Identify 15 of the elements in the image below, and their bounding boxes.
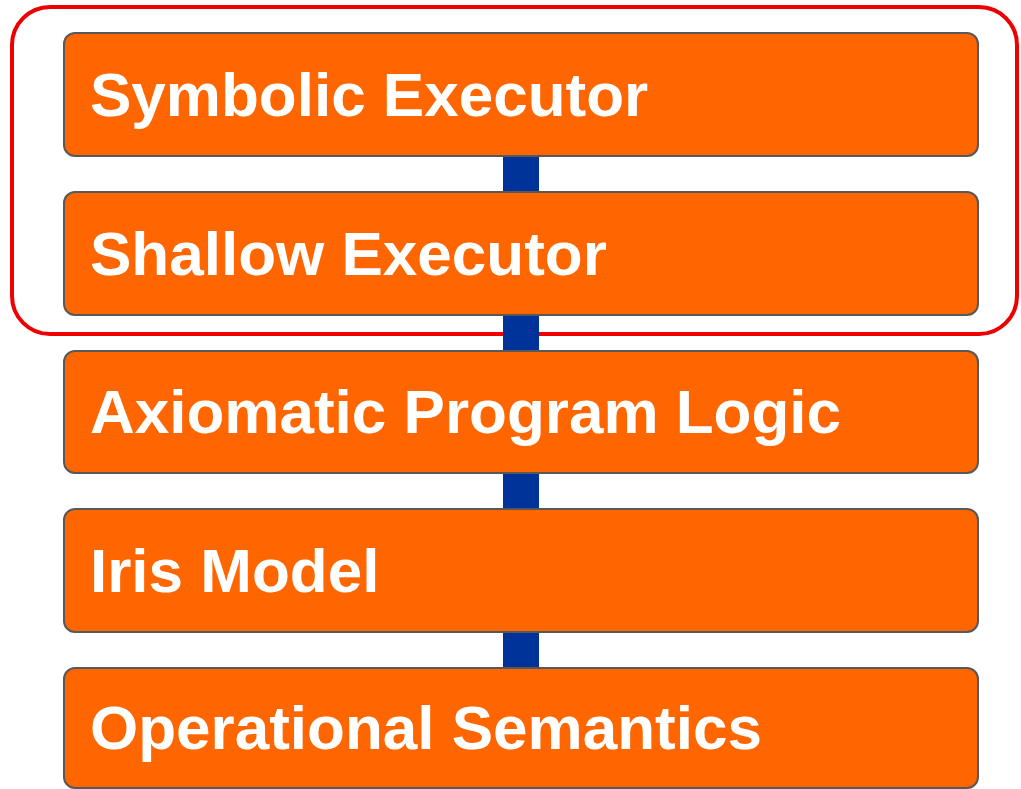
layer-label: Operational Semantics	[90, 693, 762, 763]
connector-bar	[503, 474, 539, 508]
layer-label: Axiomatic Program Logic	[90, 377, 842, 447]
layer-label: Symbolic Executor	[90, 60, 649, 129]
layer-box	[63, 508, 979, 633]
group-outline	[10, 5, 1019, 336]
layer-box	[63, 667, 979, 789]
connector-bar	[503, 633, 539, 667]
connector-bar	[503, 316, 539, 350]
layer-box	[63, 32, 979, 157]
layer-label: Shallow Executor	[90, 219, 607, 288]
layer-box	[63, 350, 979, 474]
layer-box	[63, 191, 979, 316]
layer-label: Iris Model	[90, 536, 380, 605]
connector-bar	[503, 157, 539, 191]
